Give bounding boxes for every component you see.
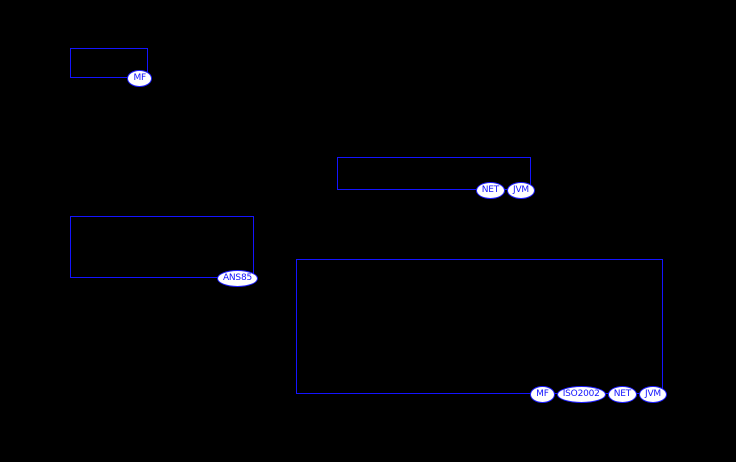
diagram-box-1[interactable] [70, 48, 148, 78]
badge-jvm[interactable]: JVM [639, 386, 667, 403]
badge-mf[interactable]: MF [127, 70, 152, 87]
badge-group-box-1: MF [0, 70, 152, 87]
badge-group-box-3: ANS85 [0, 270, 258, 287]
diagram-box-2[interactable] [337, 157, 531, 190]
badge-ans85[interactable]: ANS85 [216, 270, 258, 287]
diagram-box-4[interactable] [296, 259, 663, 394]
badge-iso2002[interactable]: ISO2002 [556, 386, 606, 403]
badge-jvm[interactable]: JVM [507, 182, 535, 199]
badge-group-box-4: MF ISO2002 NET JVM [0, 386, 667, 403]
diagram-box-3[interactable] [70, 216, 254, 278]
badge-net[interactable]: NET [475, 182, 506, 199]
badge-mf[interactable]: MF [530, 386, 555, 403]
badge-group-box-2: NET JVM [0, 182, 535, 199]
badge-net[interactable]: NET [607, 386, 638, 403]
